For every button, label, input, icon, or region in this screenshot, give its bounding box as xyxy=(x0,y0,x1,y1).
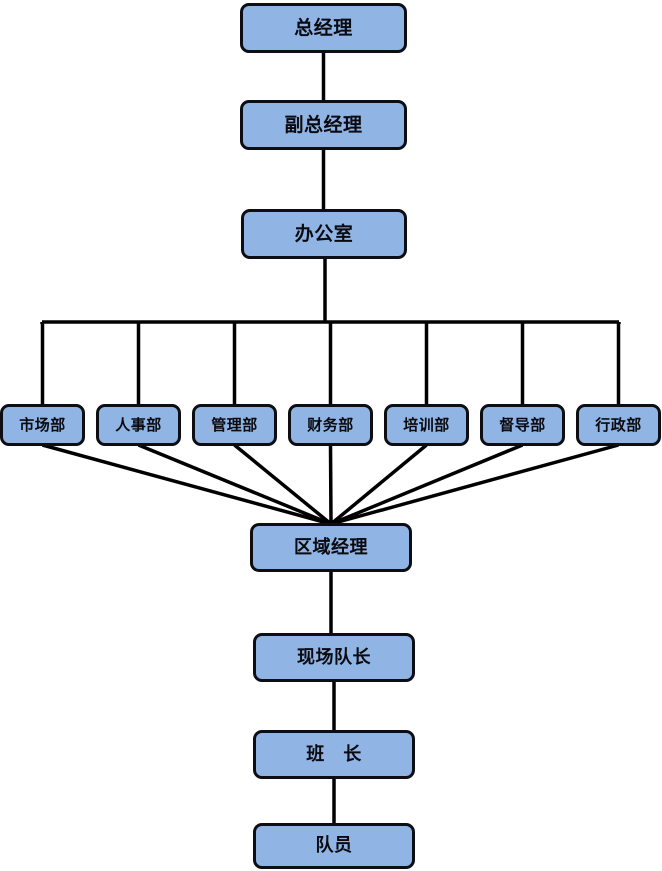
org-node-label: 人事部 xyxy=(115,415,162,434)
org-node-dept3[interactable]: 管理部 xyxy=(192,404,277,446)
org-node-label: 财务部 xyxy=(307,415,354,434)
org-node-foreman[interactable]: 班 长 xyxy=(253,730,415,779)
org-node-label: 行政部 xyxy=(595,415,642,434)
org-node-regional[interactable]: 区域经理 xyxy=(250,523,412,572)
org-node-dept4[interactable]: 财务部 xyxy=(288,404,373,446)
org-node-siteleader[interactable]: 现场队长 xyxy=(253,633,415,682)
org-node-office[interactable]: 办公室 xyxy=(241,209,407,259)
org-node-label: 管理部 xyxy=(211,415,258,434)
org-node-label: 副总经理 xyxy=(284,113,363,136)
org-node-member[interactable]: 队员 xyxy=(253,823,415,869)
org-node-label: 班 长 xyxy=(306,743,362,765)
org-node-label: 办公室 xyxy=(294,222,354,245)
org-node-dgm[interactable]: 副总经理 xyxy=(240,100,407,150)
org-node-dept6[interactable]: 督导部 xyxy=(480,404,565,446)
org-node-label: 培训部 xyxy=(403,415,450,434)
org-node-label: 区域经理 xyxy=(294,536,368,558)
org-node-dept5[interactable]: 培训部 xyxy=(384,404,469,446)
org-node-label: 总经理 xyxy=(294,16,353,39)
org-node-dept2[interactable]: 人事部 xyxy=(96,404,181,446)
org-node-label: 现场队长 xyxy=(297,646,371,668)
org-node-dept1[interactable]: 市场部 xyxy=(0,404,85,446)
org-node-dept7[interactable]: 行政部 xyxy=(576,404,661,446)
org-node-label: 市场部 xyxy=(19,415,66,434)
org-node-label: 队员 xyxy=(315,835,353,856)
org-node-gm[interactable]: 总经理 xyxy=(240,3,407,53)
org-node-label: 督导部 xyxy=(499,415,546,434)
